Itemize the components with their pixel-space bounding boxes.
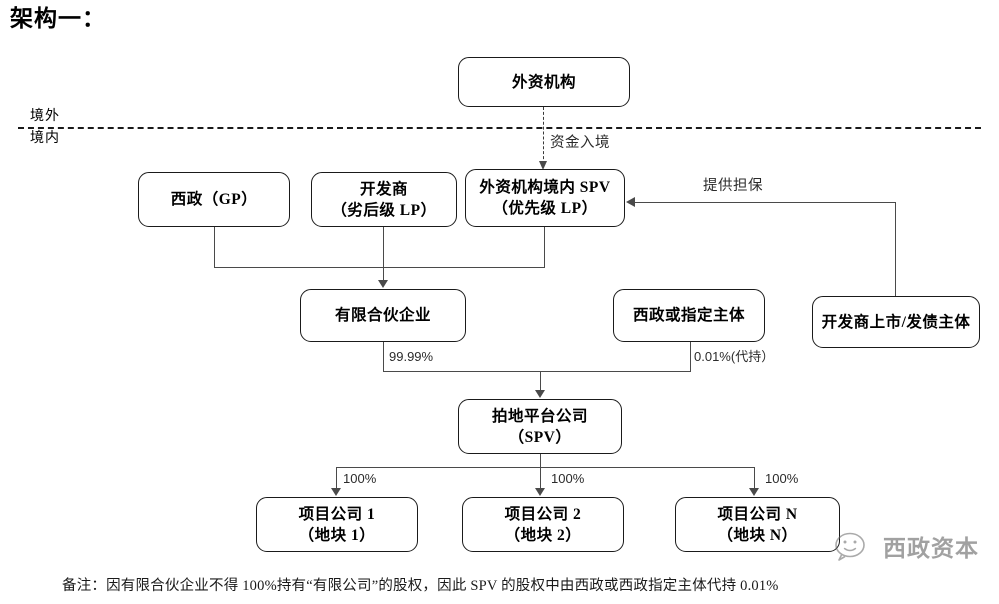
edge-guarantee-arrowhead [626, 197, 635, 207]
edge-platform-down [540, 454, 541, 467]
edge-capital-inflow-arrowhead [538, 161, 547, 170]
watermark: 西政资本 [834, 531, 979, 567]
page-title: 架构一： [10, 6, 106, 31]
node-label-line2: （地块 1） [298, 526, 376, 544]
jurisdiction-divider [18, 127, 981, 129]
node-label-line2: （优先级 LP） [492, 200, 598, 217]
node-land-platform-company[interactable]: 拍地平台公司 （SPV） [458, 399, 622, 454]
node-label-line1: 开发商 [359, 180, 408, 198]
edge-ownership-bar [383, 371, 691, 372]
node-developer-lp[interactable]: 开发商 （劣后级 LP） [311, 172, 457, 227]
edge-project-bar [336, 467, 754, 468]
edge-lp-share-leg [383, 342, 384, 371]
node-label-line2: （SPV） [508, 428, 572, 446]
node-label-line1: 项目公司 2 [504, 505, 582, 523]
node-developer-listed-entity[interactable]: 开发商上市/发债主体 [812, 296, 980, 348]
node-project-company-1[interactable]: 项目公司 1 （地块 1） [256, 497, 418, 552]
edge-to-project-2-arrowhead [535, 488, 545, 496]
footnote-text: 备注：因有限合伙企业不得 100%持有“有限公司”的股权，因此 SPV 的股权中… [62, 578, 779, 594]
edge-label-pct-p1: 100% [343, 471, 377, 486]
node-project-company-n[interactable]: 项目公司 N （地块 N） [675, 497, 840, 552]
edge-capital-inflow-line [543, 107, 544, 164]
node-label: 外资机构 [511, 73, 576, 91]
edge-label-pct-p2: 100% [551, 471, 585, 486]
edge-to-lp-arrowhead [378, 280, 388, 288]
node-label-line1: 项目公司 1 [298, 505, 376, 523]
edge-guarantee-horizontal [634, 202, 896, 203]
edge-label-guarantee: 提供担保 [703, 178, 763, 194]
edge-to-land-platform [540, 371, 541, 393]
node-label-line1: 拍地平台公司 [491, 407, 588, 425]
node-label: 西政或指定主体 [632, 307, 745, 324]
node-label-line1: 项目公司 N [717, 505, 798, 523]
node-label-line1: 外资机构境内 SPV [479, 179, 611, 196]
edge-label-designee-share: 0.01%(代持） [694, 349, 775, 364]
node-limited-partnership[interactable]: 有限合伙企业 [300, 289, 466, 342]
edge-label-lp-share: 99.99% [389, 349, 434, 364]
edge-to-project-1-arrowhead [331, 488, 341, 496]
edge-designee-share-leg [690, 342, 691, 371]
edge-merge-bar [214, 267, 545, 268]
node-xizheng-designee[interactable]: 西政或指定主体 [613, 289, 765, 342]
node-project-company-2[interactable]: 项目公司 2 （地块 2） [462, 497, 624, 552]
onshore-label: 境内 [30, 131, 60, 146]
wechat-icon [834, 531, 876, 567]
edge-to-project-n [754, 467, 755, 490]
edge-gp-leg [214, 227, 215, 267]
node-label-line2: （劣后级 LP） [331, 201, 437, 219]
node-label: 西政（GP） [170, 191, 258, 208]
edge-label-capital-inflow: 资金入境 [550, 135, 610, 151]
edge-to-project-n-arrowhead [749, 488, 759, 496]
edge-label-pct-pn: 100% [765, 471, 799, 486]
edge-guarantee-vertical [895, 202, 896, 297]
edge-spv-leg [544, 227, 545, 267]
node-onshore-spv[interactable]: 外资机构境内 SPV （优先级 LP） [465, 169, 625, 227]
edge-developer-to-lp [383, 227, 384, 282]
node-label-line2: （地块 2） [504, 526, 582, 544]
node-label: 有限合伙企业 [334, 307, 431, 324]
watermark-text: 西政资本 [883, 536, 979, 561]
edge-to-project-2 [540, 467, 541, 490]
edge-to-land-platform-arrowhead [535, 390, 545, 398]
node-label-line2: （地块 N） [717, 526, 798, 544]
node-xizheng-gp[interactable]: 西政（GP） [138, 172, 290, 227]
offshore-label: 境外 [30, 109, 60, 124]
node-label: 开发商上市/发债主体 [821, 313, 971, 331]
node-foreign-institution[interactable]: 外资机构 [458, 57, 630, 107]
edge-to-project-1 [336, 467, 337, 490]
